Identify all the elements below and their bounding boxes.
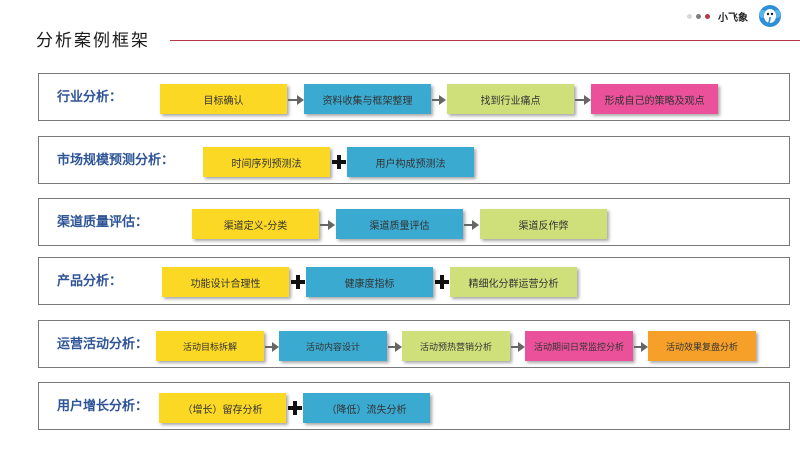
row-product-analysis: 产品分析： 功能设计合理性 健康度指标 精细化分群运营分析 [38,257,790,305]
plus-connector [332,155,346,169]
arrow-connector [320,220,335,230]
row-user-growth: 用户增长分析： （增长）留存分析 （降低）流失分析 [38,382,790,430]
page-title: 分析案例框架 [36,31,150,51]
step-box: 渠道反作弊 [480,209,607,239]
dot-indicator-1 [687,13,692,19]
step-box: 活动内容设计 [279,331,387,361]
brand-name: 小飞象 [718,12,748,24]
row-label: 行业分析： [57,89,123,105]
step-box: 资料收集与框架整理 [304,84,431,114]
step-box: 活动目标拆解 [156,331,264,361]
arrow-connector [288,95,304,105]
step-box: 活动期间日常监控分析 [525,331,633,361]
row-label: 用户增长分析： [57,398,149,414]
step-box: 活动预热营销分析 [402,331,510,361]
arrow-connector [575,95,591,105]
row-label: 产品分析： [57,273,123,289]
title-underline [170,40,800,41]
step-box: 渠道定义-分类 [192,209,319,239]
elephant-logo-icon [759,5,781,27]
step-box: （降低）流失分析 [303,393,430,423]
arrow-connector [511,342,525,352]
row-label: 市场规模预测分析： [57,152,175,168]
row-industry-analysis: 行业分析： 目标确认 资料收集与框架整理 找到行业痛点 形成自己的策略及观点 [38,73,790,121]
arrow-connector [265,342,279,352]
row-market-size-forecast: 市场规模预测分析： 时间序列预测法 用户构成预测法 [38,136,790,184]
step-box: 目标确认 [160,84,287,114]
step-box: 健康度指标 [306,267,433,297]
dot-indicator-3 [705,13,710,19]
row-label: 渠道质量评估： [57,214,149,230]
dot-indicator-2 [696,13,701,19]
plus-connector [288,401,302,415]
step-box: （增长）留存分析 [159,393,286,423]
step-box: 活动效果复盘分析 [648,331,756,361]
step-box: 用户构成预测法 [347,147,474,177]
step-box: 渠道质量评估 [336,209,463,239]
row-channel-quality: 渠道质量评估： 渠道定义-分类 渠道质量评估 渠道反作弊 [38,198,790,246]
step-box: 功能设计合理性 [162,267,289,297]
brand: 小飞象 [687,4,782,28]
arrow-connector [432,95,446,105]
step-box: 时间序列预测法 [203,147,330,177]
step-box: 精细化分群运营分析 [450,267,577,297]
row-label: 运营活动分析： [57,336,149,352]
arrow-connector [464,220,479,230]
arrow-connector [634,342,648,352]
plus-connector [435,275,449,289]
arrow-connector [388,342,402,352]
row-operation-activity: 运营活动分析： 活动目标拆解 活动内容设计 活动预热营销分析 活动期间日常监控分… [38,320,790,368]
step-box: 找到行业痛点 [447,84,574,114]
step-box: 形成自己的策略及观点 [591,84,718,114]
plus-connector [291,275,305,289]
